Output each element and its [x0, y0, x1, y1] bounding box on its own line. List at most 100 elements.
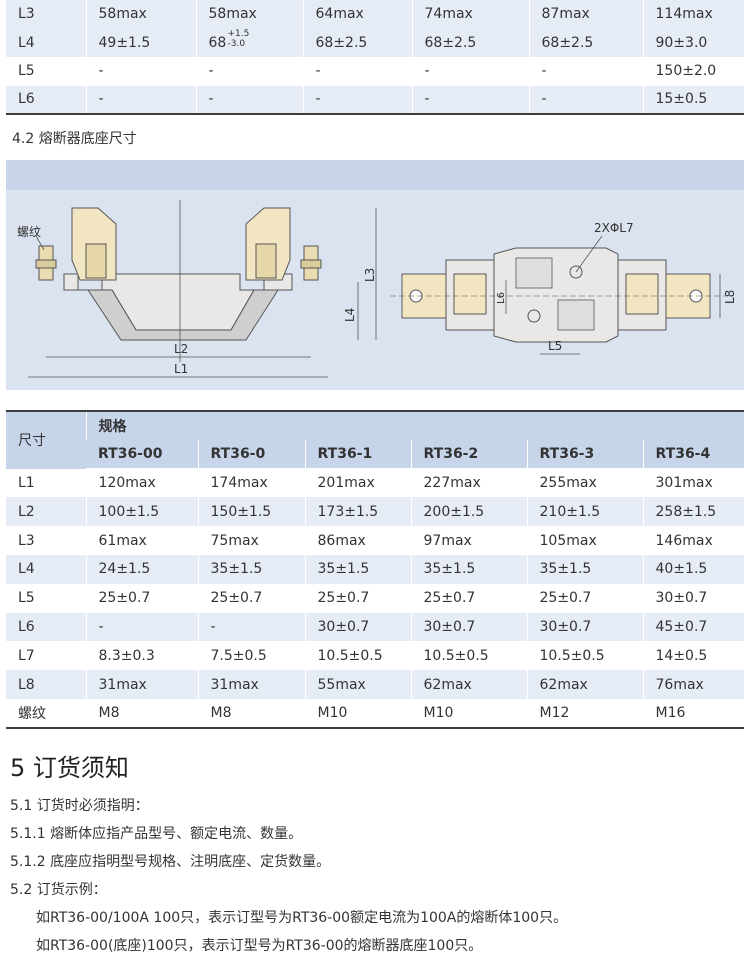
table-cell: - — [85, 612, 198, 642]
row-label: L5 — [6, 57, 86, 86]
table-cell: 200±1.5 — [410, 497, 527, 527]
column-header: RT36-00 — [86, 439, 198, 470]
label-l8: L8 — [723, 290, 737, 304]
table-cell: 75max — [197, 526, 305, 555]
table-cell: 8.3±0.3 — [85, 641, 198, 671]
table-cell: 68±2.5 — [302, 28, 412, 57]
corner-header: 尺寸 — [6, 410, 86, 469]
label-l1: L1 — [174, 362, 188, 376]
row-label: L4 — [6, 554, 86, 584]
table-cell: 86max — [304, 526, 411, 555]
table-cell: 74max — [411, 0, 529, 29]
table-row: L2 100±1.5 150±1.5 173±1.5 200±1.5 210±1… — [6, 497, 744, 527]
base-top-pocket-2 — [557, 299, 595, 331]
table-cell: 76max — [642, 670, 744, 699]
left-clip-top-inner — [453, 273, 487, 315]
table-cell: 10.5±0.5 — [410, 641, 527, 671]
diagram-header-band — [6, 160, 744, 190]
table-row: L6 - - - - - 15±0.5 — [6, 85, 744, 115]
table-row: L1 120max 174max 201max 227max 255max 30… — [6, 468, 744, 498]
table-cell: M8 — [85, 698, 198, 729]
table-cell: - — [85, 57, 196, 86]
table-cell: 105max — [526, 526, 643, 555]
table-cell: M12 — [526, 698, 643, 729]
table-cell: 30±0.7 — [526, 612, 643, 642]
left-nut — [35, 259, 57, 269]
table-header-row: RT36-00 RT36-0 RT36-1 RT36-2 RT36-3 RT36… — [6, 439, 744, 470]
table-cell-tolerance: 68 +1.5 -3.0 — [195, 28, 303, 57]
tolerance-lower: -3.0 — [227, 38, 246, 49]
table-cell: 258±1.5 — [642, 497, 744, 527]
table-cell: - — [302, 85, 412, 115]
table-cell: 62max — [410, 670, 527, 699]
table-cell: 150±1.5 — [197, 497, 305, 527]
table-cell: 49±1.5 — [85, 28, 196, 57]
dimension-table-fuse-link: L3 58max 58max 64max 74max 87max 114max … — [6, 0, 744, 115]
table-cell: 87max — [528, 0, 643, 29]
column-header: RT36-2 — [410, 439, 527, 470]
table-cell: 227max — [410, 468, 527, 498]
table-cell: M10 — [304, 698, 411, 729]
row-label: L1 — [6, 468, 86, 498]
table-cell: 14±0.5 — [642, 641, 744, 671]
table-cell: 90±3.0 — [642, 28, 744, 57]
label-l4: L4 — [343, 308, 357, 322]
table-cell: 31max — [197, 670, 305, 699]
right-terminal — [665, 273, 711, 319]
table-cell: - — [85, 85, 196, 115]
table-cell: - — [528, 85, 643, 115]
table-cell: 61max — [85, 526, 198, 555]
table-cell: 35±1.5 — [526, 554, 643, 584]
table-cell: 120max — [85, 468, 198, 498]
row-label: L4 — [6, 28, 86, 57]
row-label: L3 — [6, 0, 86, 29]
table-cell: - — [528, 57, 643, 86]
section-heading-4-2: 4.2 熔断器底座尺寸 — [12, 131, 137, 147]
table-cell: 45±0.7 — [642, 612, 744, 642]
tolerance-base: 68 — [208, 34, 227, 51]
table-cell: 97max — [410, 526, 527, 555]
base-top — [493, 247, 619, 343]
table-cell: - — [195, 57, 303, 86]
ordering-note: 5.2 订货示例： — [10, 882, 107, 898]
label-hole: 2XΦL7 — [594, 221, 634, 235]
tolerance-upper: +1.5 — [227, 28, 250, 39]
table-row: L7 8.3±0.3 7.5±0.5 10.5±0.5 10.5±0.5 10.… — [6, 641, 744, 671]
table-row: L3 61max 75max 86max 97max 105max 146max — [6, 526, 744, 555]
base-top-pocket-1 — [515, 257, 553, 289]
table-cell: 30±0.7 — [304, 612, 411, 642]
table-cell: 35±1.5 — [197, 554, 305, 584]
table-cell: 150±2.0 — [642, 57, 744, 86]
row-label: 螺纹 — [6, 698, 86, 729]
table-cell: 62max — [526, 670, 643, 699]
table-cell: 25±0.7 — [304, 583, 411, 613]
table-row: 螺纹 M8 M8 M10 M10 M12 M16 — [6, 698, 744, 729]
hole-leader — [575, 235, 603, 273]
ordering-note: 5.1.2 底座应指明型号规格、注明底座、定货数量。 — [10, 854, 331, 870]
table-cell: M8 — [197, 698, 305, 729]
column-header: RT36-0 — [197, 439, 305, 470]
ordering-note: 5.1.1 熔断体应指产品型号、额定电流、数量。 — [10, 826, 303, 842]
section-heading-5: 5 订货须知 — [10, 754, 129, 782]
label-l2: L2 — [174, 342, 188, 356]
mount-hole-2 — [527, 309, 541, 323]
table-cell: 173±1.5 — [304, 497, 411, 527]
table-cell: 58max — [85, 0, 196, 29]
table-cell: 301max — [642, 468, 744, 498]
right-clip-top-inner — [625, 273, 659, 315]
table-cell: 68±2.5 — [411, 28, 529, 57]
table-cell: 24±1.5 — [85, 554, 198, 584]
table-row: L5 25±0.7 25±0.7 25±0.7 25±0.7 25±0.7 30… — [6, 583, 744, 613]
table-cell: M16 — [642, 698, 744, 729]
table-row: L5 - - - - - 150±2.0 — [6, 57, 744, 86]
label-l6: L6 — [496, 292, 507, 304]
group-header: 规格 — [85, 410, 744, 440]
table-cell: 30±0.7 — [642, 583, 744, 613]
table-cell: 35±1.5 — [304, 554, 411, 584]
table-row: L4 49±1.5 68 +1.5 -3.0 68±2.5 68±2.5 68±… — [6, 28, 744, 57]
table-cell: 255max — [526, 468, 643, 498]
label-thread: 螺纹 — [17, 225, 41, 239]
table-cell: 68±2.5 — [528, 28, 643, 57]
fuse-base-svg: 螺纹 L2 L1 L3 L4 — [17, 200, 737, 378]
row-label: L8 — [6, 670, 86, 699]
